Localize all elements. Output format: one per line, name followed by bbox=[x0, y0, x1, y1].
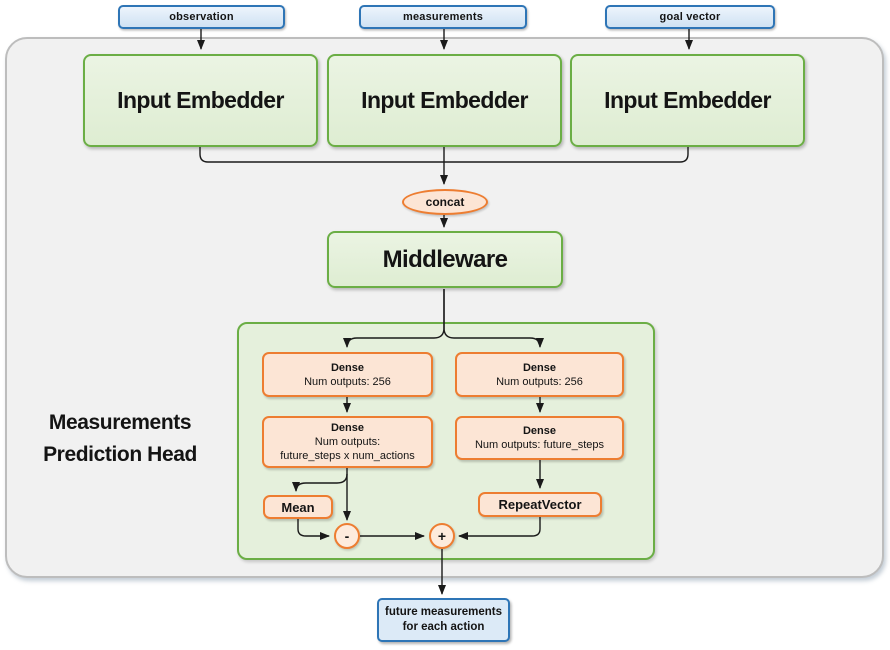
mean-box: Mean bbox=[263, 495, 333, 519]
prediction-head-title-line1: Measurements bbox=[48, 411, 192, 434]
repeat-vector-box: RepeatVector bbox=[478, 492, 602, 517]
dense-right-1-title: Dense bbox=[522, 361, 557, 374]
dense-left-2-outputs-value: future_steps x num_actions bbox=[280, 450, 415, 462]
input-embedder-goal-vector: Input Embedder bbox=[570, 54, 805, 147]
input-tag-goal-vector: goal vector bbox=[605, 5, 775, 29]
subtract-node: - bbox=[334, 523, 360, 549]
dense-left-1: Dense Num outputs: 256 bbox=[262, 352, 433, 397]
input-tag-measurements: measurements bbox=[359, 5, 527, 29]
prediction-head-title: Measurements Prediction Head bbox=[18, 407, 222, 471]
prediction-head-title-line2: Prediction Head bbox=[43, 443, 197, 466]
input-embedder-measurements: Input Embedder bbox=[327, 54, 562, 147]
dense-right-2: Dense Num outputs: future_steps bbox=[455, 416, 624, 460]
input-embedder-observation: Input Embedder bbox=[83, 54, 318, 147]
dense-right-1: Dense Num outputs: 256 bbox=[455, 352, 624, 397]
dense-right-1-outputs: Num outputs: 256 bbox=[496, 375, 583, 388]
output-label-line2: for each action bbox=[402, 621, 485, 633]
dense-right-2-outputs: Num outputs: future_steps bbox=[474, 439, 604, 451]
concat-node: concat bbox=[402, 189, 488, 215]
middleware-box: Middleware bbox=[327, 231, 563, 288]
dense-left-2-outputs-label: Num outputs: bbox=[314, 436, 381, 448]
dense-right-2-title: Dense bbox=[522, 425, 557, 437]
dense-left-1-outputs: Num outputs: 256 bbox=[304, 375, 391, 388]
dense-left-1-title: Dense bbox=[330, 361, 365, 374]
dense-left-2: Dense Num outputs: future_steps x num_ac… bbox=[262, 416, 433, 468]
input-tag-observation: observation bbox=[118, 5, 285, 29]
output-label-line1: future measurements bbox=[385, 606, 502, 618]
output-tag-future-measurements: future measurements for each action bbox=[377, 598, 510, 642]
add-node: + bbox=[429, 523, 455, 549]
dense-left-2-title: Dense bbox=[330, 422, 365, 434]
